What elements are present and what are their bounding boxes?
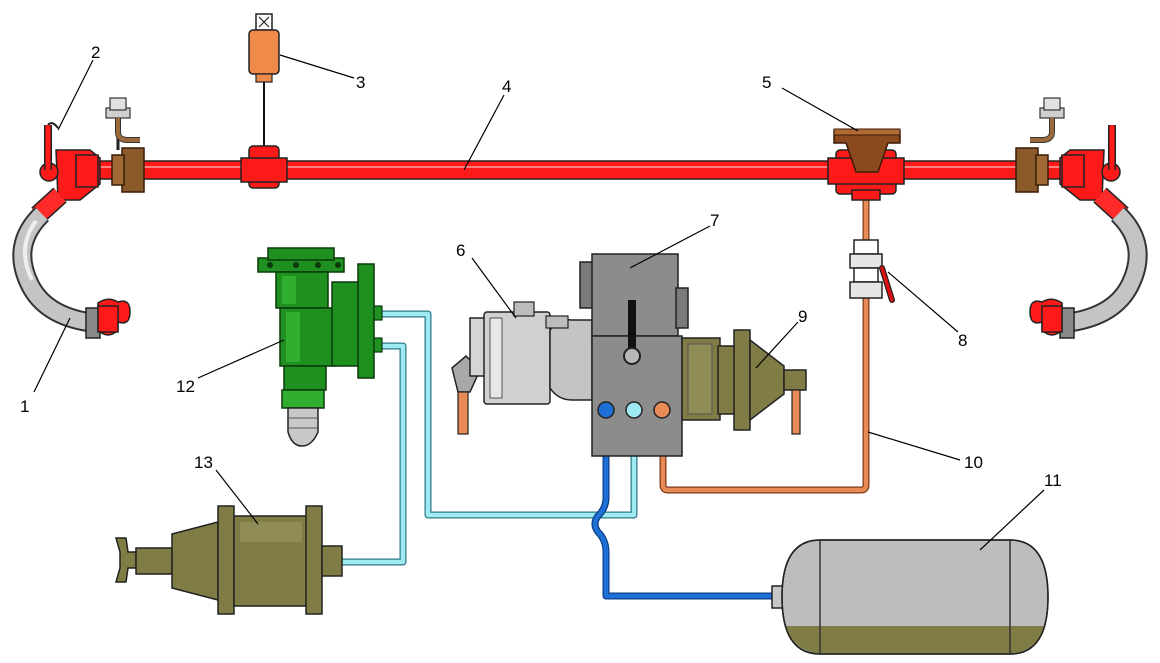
leader-line-3	[279, 54, 355, 79]
blue-pipe	[591, 418, 778, 600]
right-hose	[1059, 187, 1148, 339]
leader-line-8	[887, 271, 959, 333]
label-1: 1	[20, 397, 29, 416]
label-4: 4	[502, 77, 511, 96]
leader-line-12	[197, 339, 285, 379]
leader-line-13	[215, 469, 259, 525]
leader-line-9	[755, 321, 799, 369]
label-13: 13	[194, 453, 213, 472]
leader-line-4	[463, 94, 505, 171]
tee-fitting	[240, 145, 288, 189]
intermediate-body	[579, 253, 689, 457]
label-6: 6	[456, 241, 465, 260]
leader-line-7	[629, 225, 711, 269]
leader-line-11	[979, 489, 1045, 551]
label-5: 5	[762, 73, 771, 92]
cyan-pipe-upper	[380, 310, 638, 519]
label-8: 8	[958, 331, 967, 350]
label-12: 12	[176, 377, 195, 396]
brake-cylinder	[115, 505, 343, 615]
right-coupling-head	[1029, 298, 1063, 336]
leader-line-5	[781, 87, 859, 132]
label-10: 10	[964, 453, 983, 472]
orange-branch-pipe	[659, 198, 870, 494]
left-angle-cock	[39, 97, 145, 201]
right-angle-cock	[1015, 97, 1121, 201]
emergency-valve-part	[681, 329, 807, 435]
label-7: 7	[710, 211, 719, 230]
label-2: 2	[91, 43, 100, 62]
leader-line-1	[33, 317, 71, 393]
left-coupling-head	[97, 298, 131, 336]
label-11: 11	[1044, 471, 1062, 490]
cyan-pipe-lower	[340, 342, 407, 566]
auxiliary-reservoir	[771, 539, 1049, 655]
leader-line-10	[867, 431, 961, 461]
left-hose	[12, 187, 101, 339]
green-valve	[257, 247, 383, 447]
alarm-device	[248, 13, 280, 83]
cutout-cock	[849, 239, 895, 303]
label-9: 9	[798, 307, 807, 326]
dirt-collector	[833, 128, 901, 173]
label-3: 3	[356, 73, 365, 92]
main-valve-part	[451, 301, 593, 435]
leader-line-6	[471, 257, 517, 319]
leader-line-2	[57, 59, 94, 131]
